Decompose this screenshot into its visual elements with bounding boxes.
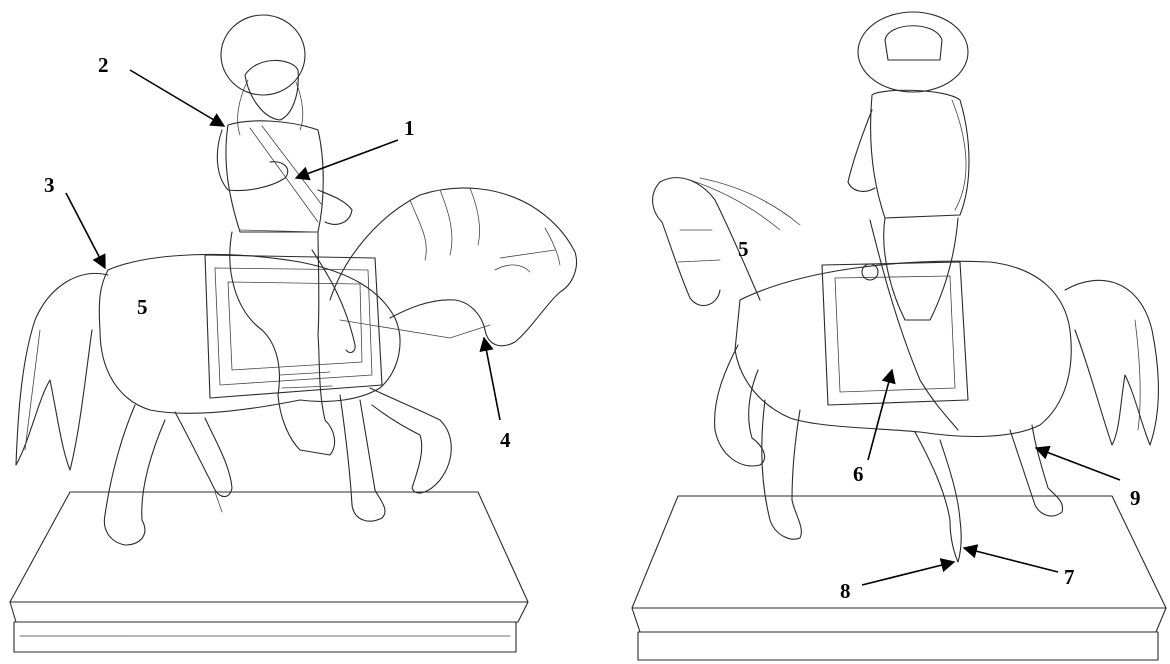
callout-1-leader — [296, 140, 398, 178]
left-base — [10, 492, 528, 652]
right-base — [632, 496, 1166, 660]
right-rider — [848, 12, 969, 430]
callout-7: 7 — [1064, 565, 1075, 589]
callout-9-leader — [1036, 448, 1120, 480]
callout-4: 4 — [500, 428, 511, 452]
right-saddle-cloth — [822, 262, 968, 405]
callout-1: 1 — [404, 116, 415, 140]
callout-5-right: 5 — [738, 237, 749, 261]
callout-6-leader — [868, 370, 892, 460]
callout-9: 9 — [1130, 486, 1141, 510]
right-horse — [653, 178, 1159, 562]
callout-2-leader — [130, 70, 224, 126]
callout-4-leader — [484, 338, 500, 420]
left-horse — [16, 188, 577, 545]
callout-7-leader — [964, 548, 1058, 572]
callout-3-leader — [66, 193, 105, 268]
callout-8-leader — [862, 562, 954, 585]
callout-8: 8 — [840, 579, 851, 603]
callout-6: 6 — [853, 462, 864, 486]
left-stirrup-strap — [215, 492, 222, 512]
right-statue-view — [632, 12, 1166, 660]
left-statue-view — [10, 15, 577, 652]
left-callouts: 1 2 3 4 5 — [44, 53, 511, 452]
callout-2: 2 — [98, 53, 109, 77]
callout-3: 3 — [44, 173, 55, 197]
callout-5-left: 5 — [137, 295, 148, 319]
